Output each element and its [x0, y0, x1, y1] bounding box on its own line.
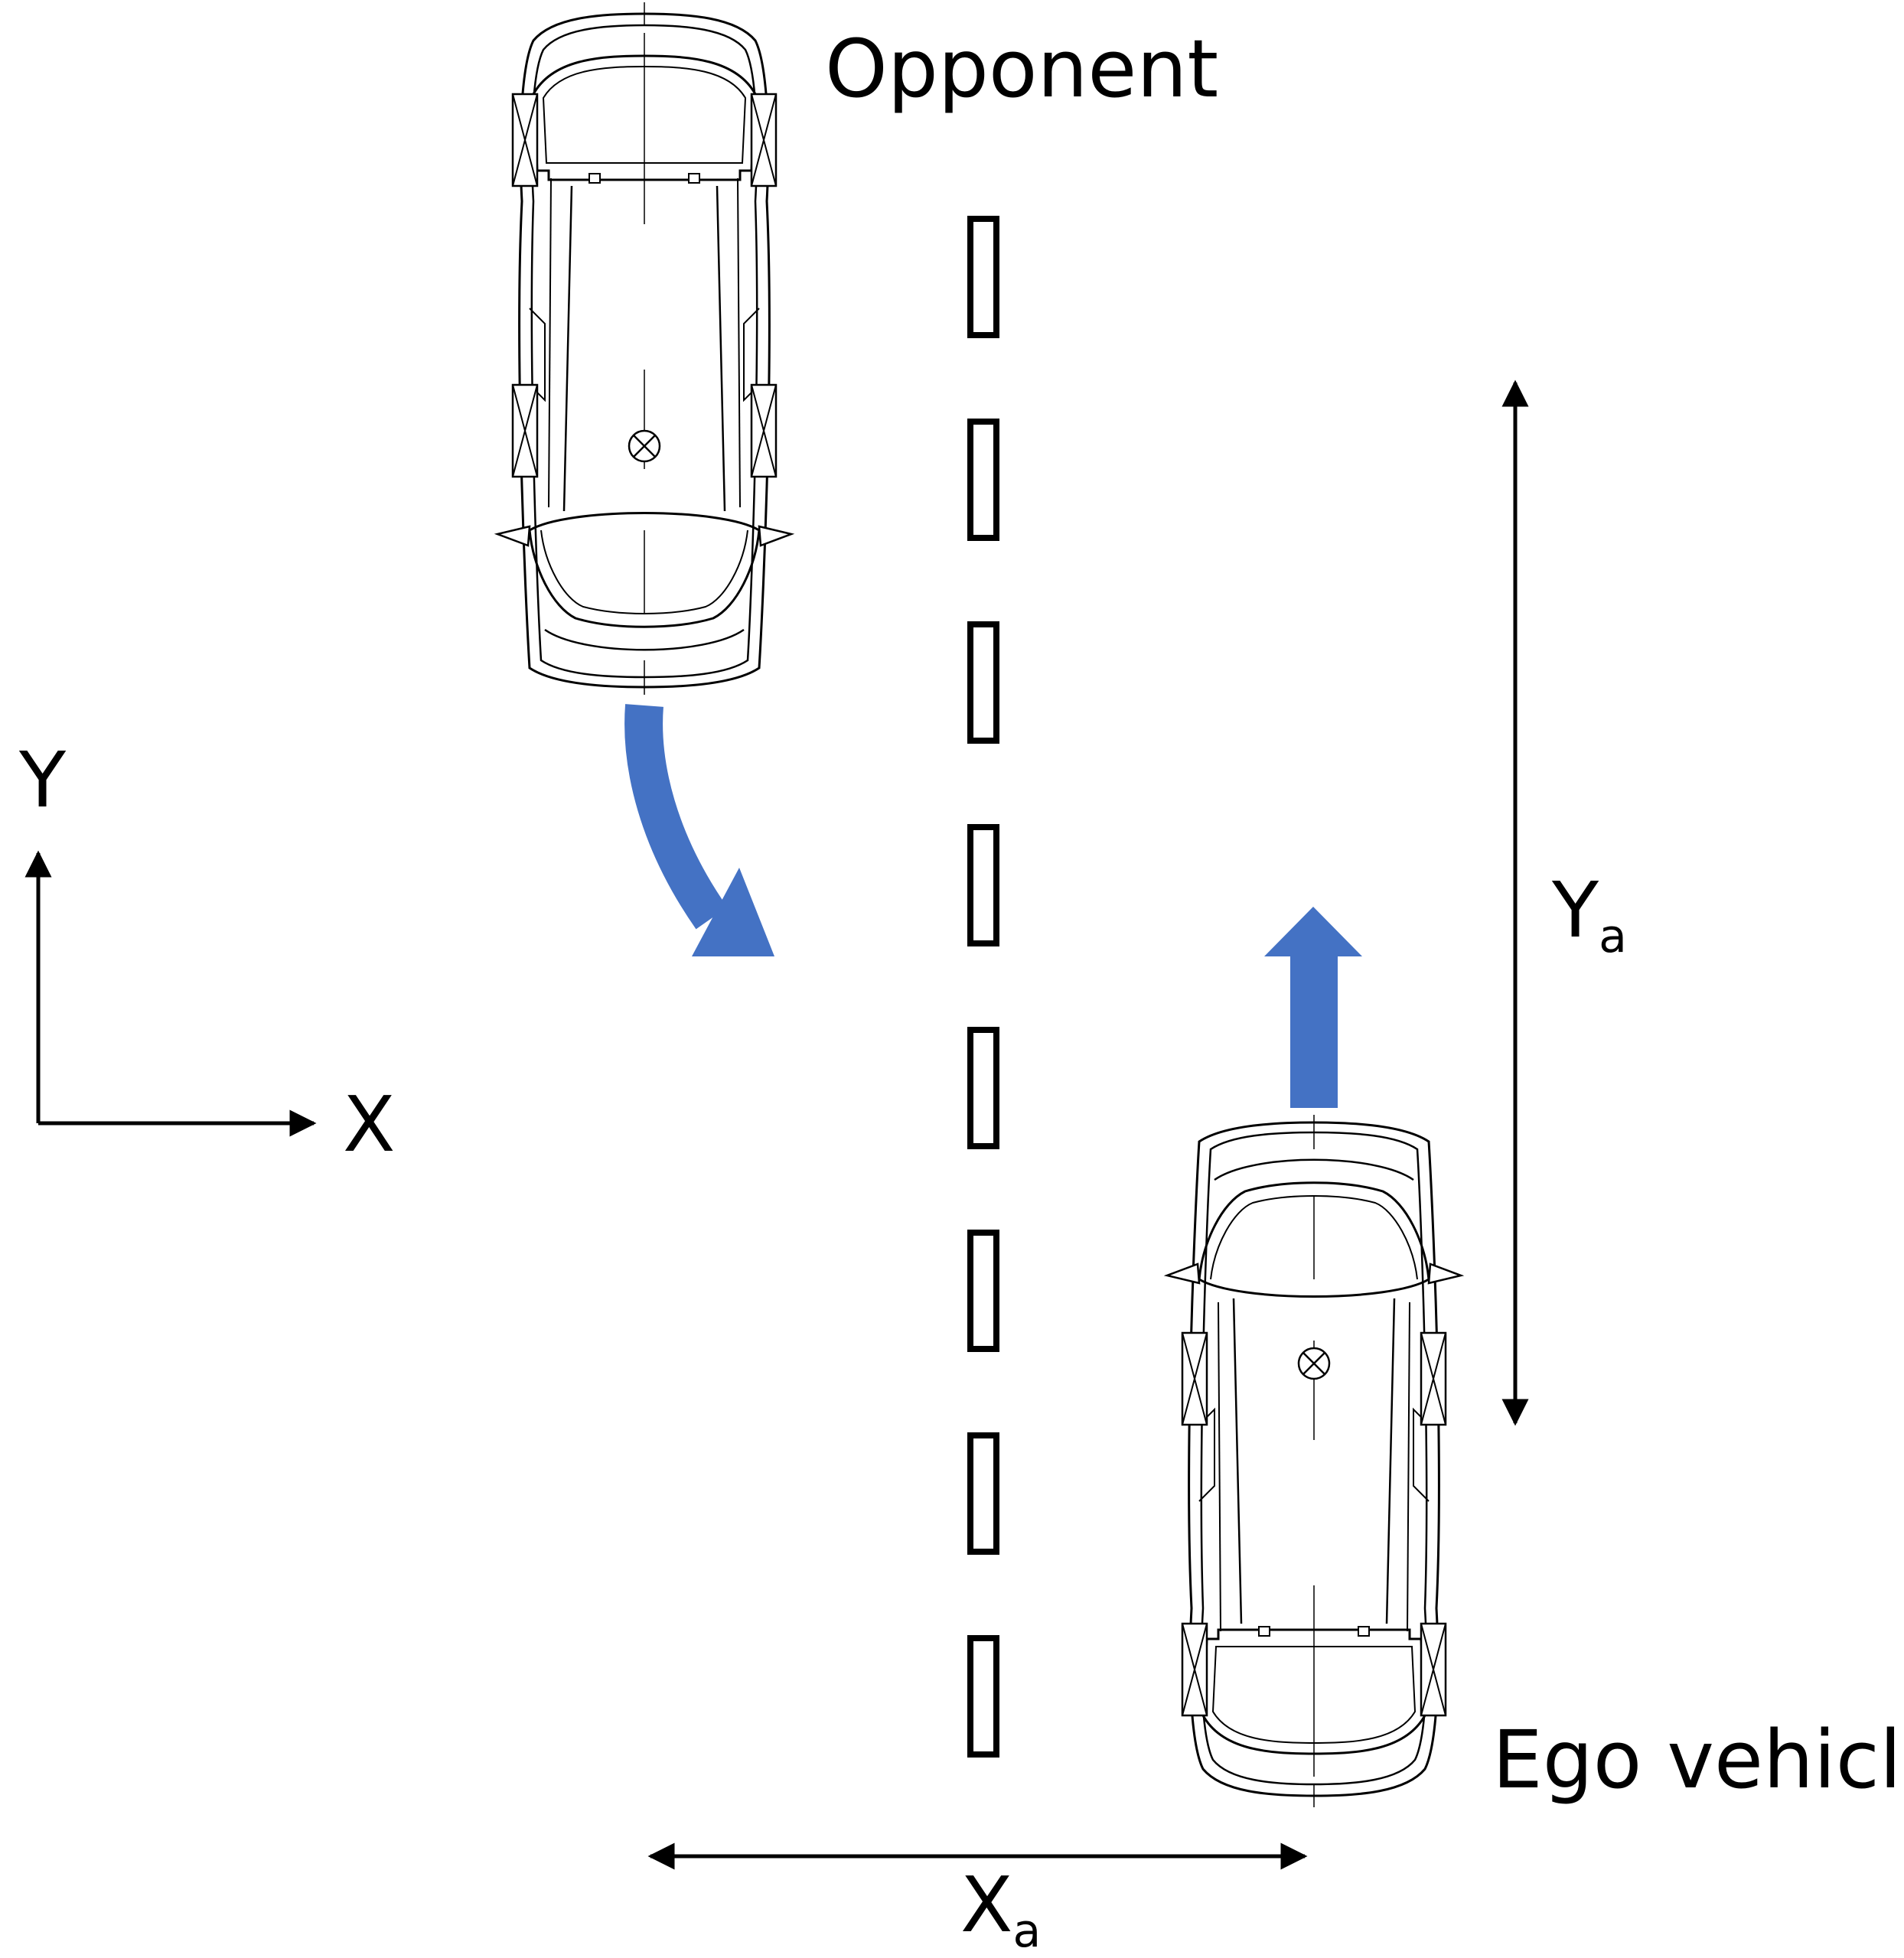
y-offset-label: Ya [1552, 872, 1627, 960]
lane-dash [967, 1635, 999, 1758]
ego-car-icon [1166, 1113, 1462, 1809]
coordinate-axes [24, 850, 317, 1137]
ego-motion-arrow [1264, 907, 1362, 1108]
lane-dash [967, 1432, 999, 1555]
opponent-label: Opponent [825, 22, 1219, 116]
y-offset-label-main: Y [1552, 865, 1599, 955]
axis-x-label: X [343, 1080, 396, 1169]
lane-dash [967, 621, 999, 744]
axis-y-label: Y [19, 735, 67, 825]
x-offset-label-main: X [960, 1860, 1013, 1950]
opponent-motion-arrow [624, 704, 774, 956]
ego-vehicle-label: Ego vehicle [1492, 1713, 1904, 1807]
lane-dash [967, 419, 999, 541]
lane-dash [967, 216, 999, 338]
x-offset-label-sub: a [1012, 1904, 1042, 1958]
x-offset-label: Xa [960, 1867, 1041, 1955]
lane-dash [967, 1230, 999, 1352]
lane-dash [967, 1027, 999, 1149]
lane-marking [967, 216, 999, 1758]
opponent-car-icon [496, 1, 793, 696]
y-offset-label-sub: a [1599, 910, 1627, 963]
lane-dash [967, 824, 999, 946]
